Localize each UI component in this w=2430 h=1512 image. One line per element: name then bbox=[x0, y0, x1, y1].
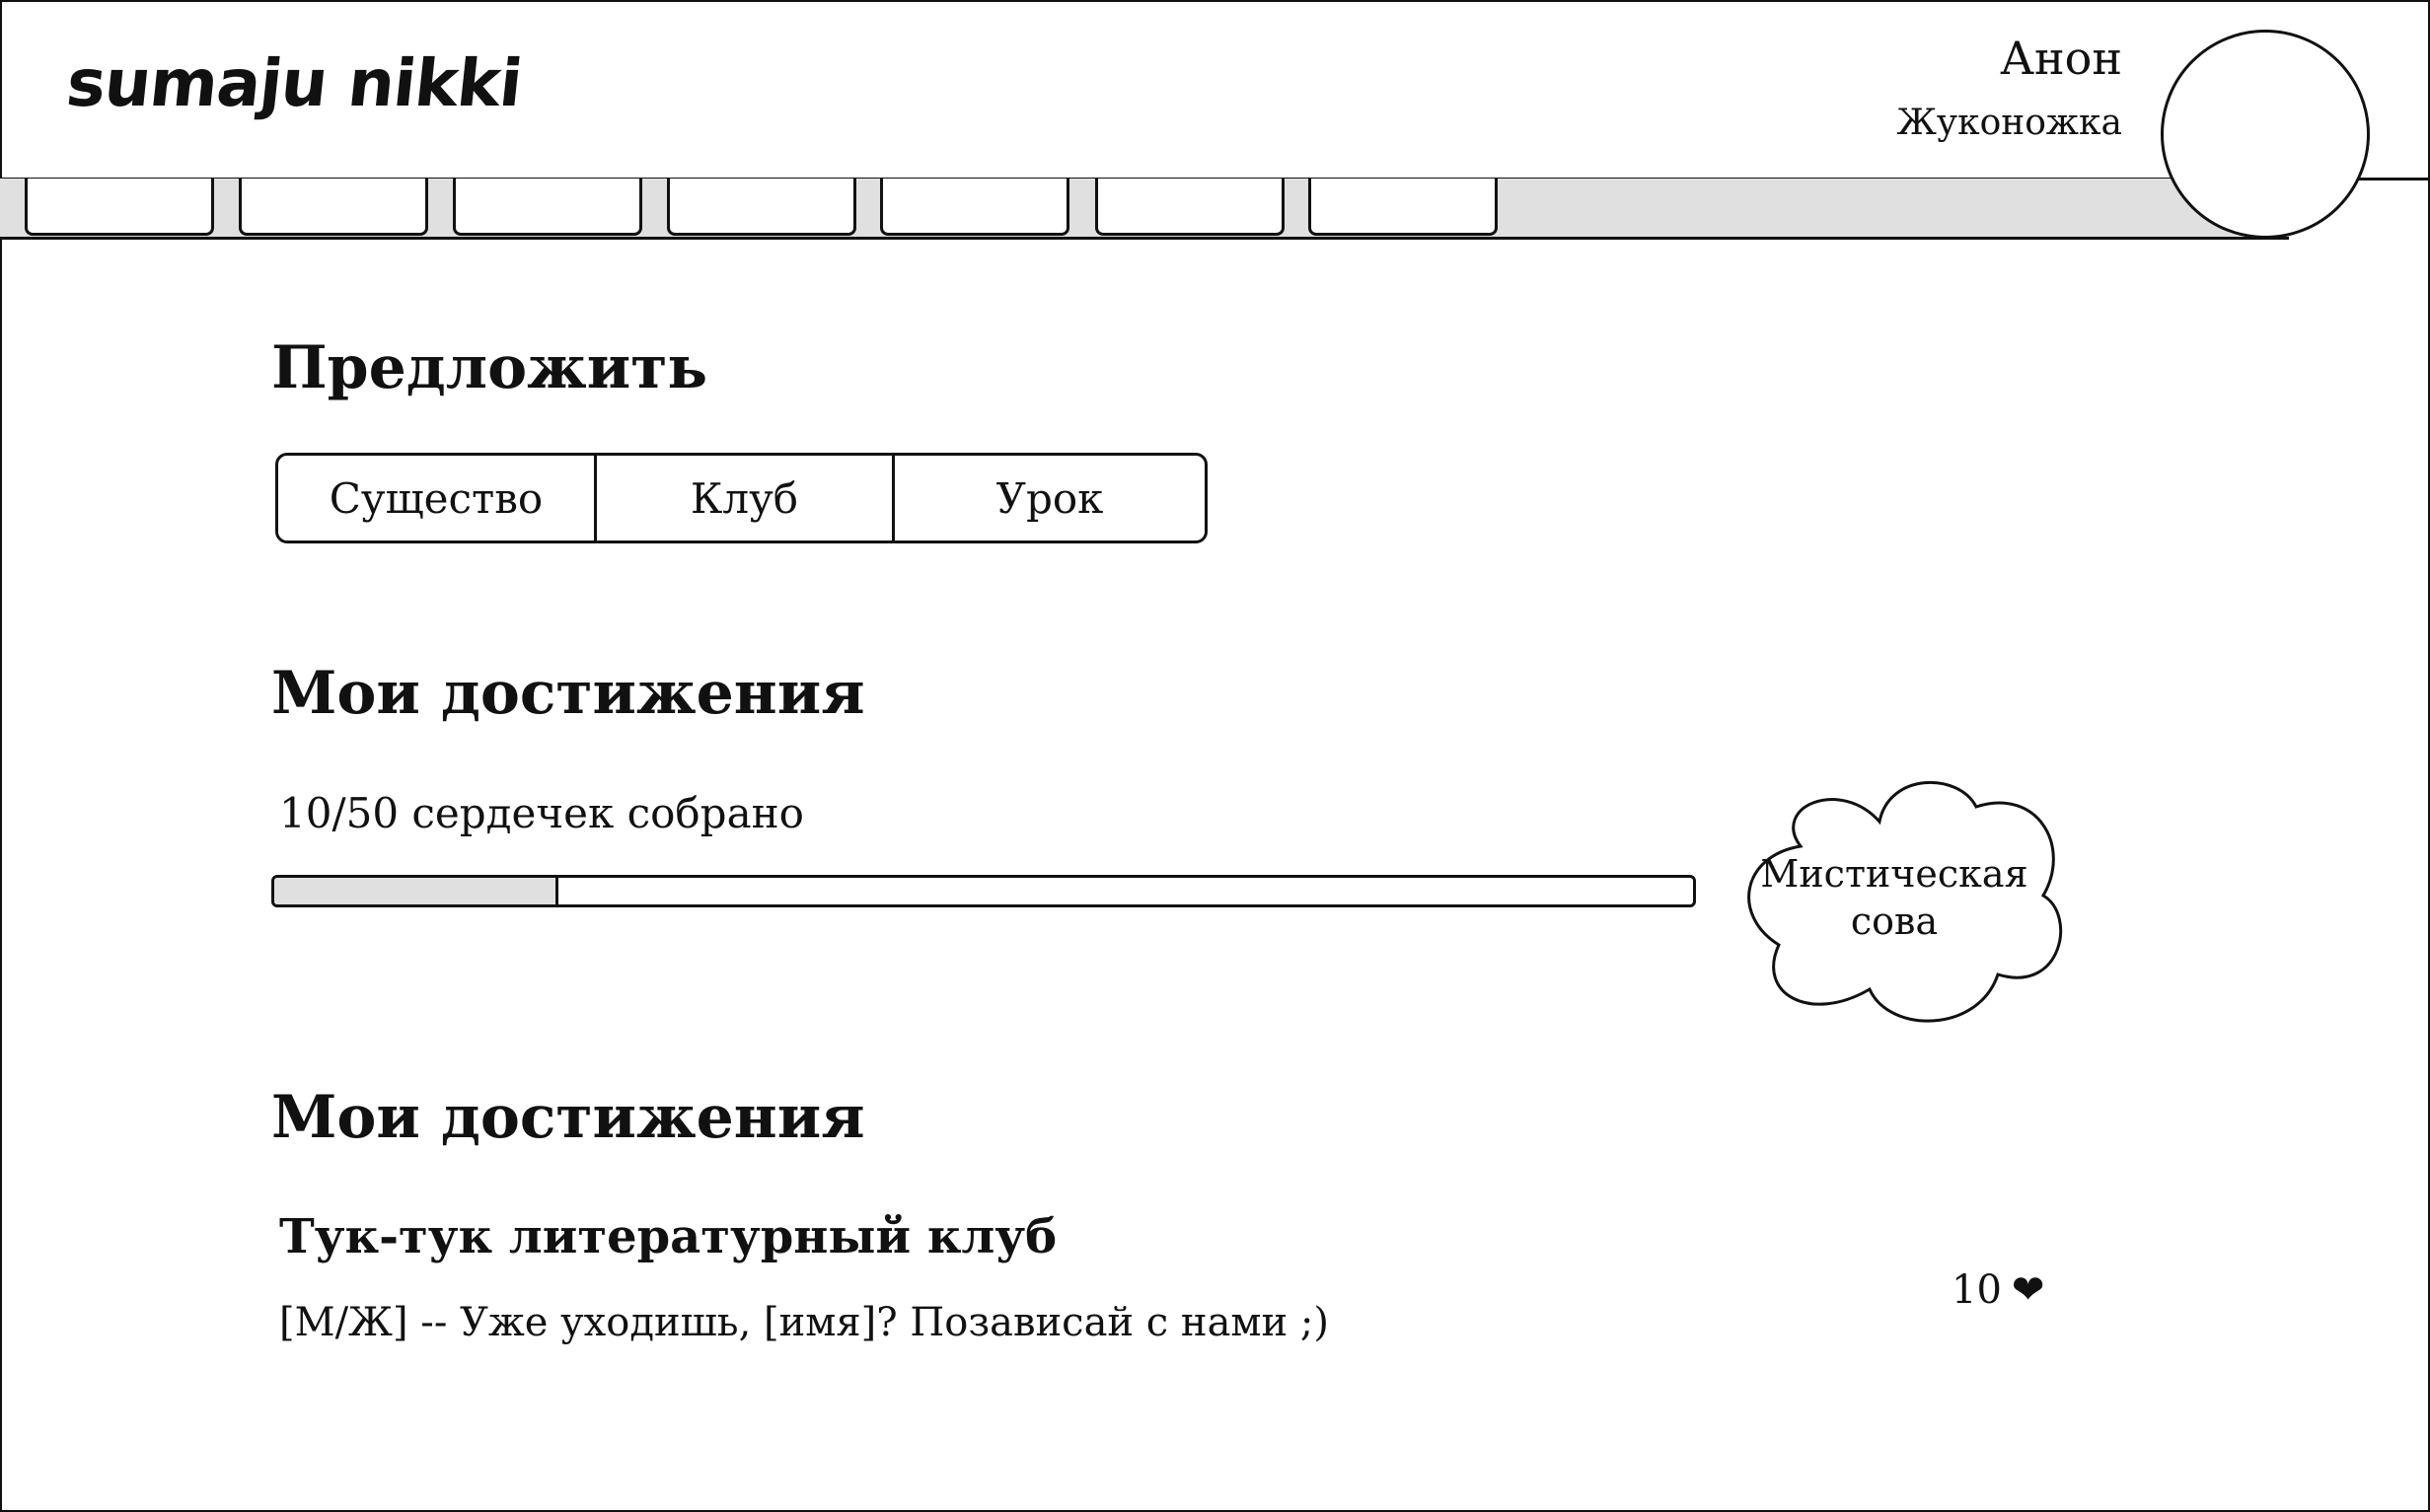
suggest-lesson-button[interactable]: Урок bbox=[892, 456, 1205, 540]
reward-cloud-icon bbox=[1747, 780, 2063, 1023]
club-name[interactable]: Тук-тук литературный клуб bbox=[279, 1209, 1058, 1264]
suggest-creature-button[interactable]: Существо bbox=[329, 473, 544, 523]
club-likes-count: 10 bbox=[1951, 1267, 2002, 1313]
hearts-progress-fill bbox=[274, 878, 558, 904]
hearts-progress-label: 10/50 сердечек собрано bbox=[279, 789, 804, 837]
nav-tab-7[interactable] bbox=[1308, 179, 1498, 236]
user-name: Анон bbox=[2000, 32, 2122, 85]
achievements-title: Мои достижения bbox=[271, 659, 865, 728]
reward-label-line2: сова bbox=[1850, 900, 1939, 943]
nav-tab-2[interactable] bbox=[239, 179, 428, 236]
suggest-options: Существо Клуб Урок bbox=[275, 453, 1208, 543]
user-handle: Жуконожка bbox=[1896, 103, 2122, 143]
heart-icon: ❤ bbox=[2011, 1267, 2045, 1313]
avatar[interactable] bbox=[2161, 30, 2370, 239]
club-likes[interactable]: 10 ❤ bbox=[1951, 1267, 2044, 1313]
app-logo[interactable]: sumaju nikki bbox=[62, 45, 526, 121]
reward-label: Мистическая сова bbox=[1731, 850, 2057, 945]
suggest-club-button[interactable]: Клуб bbox=[594, 456, 892, 540]
nav-tab-6[interactable] bbox=[1095, 179, 1285, 236]
suggest-title: Предложить bbox=[271, 333, 708, 402]
nav-tab-4[interactable] bbox=[667, 179, 856, 236]
reward-label-line1: Мистическая bbox=[1760, 852, 2028, 896]
nav-tab-1[interactable] bbox=[25, 179, 214, 236]
nav-tab-3[interactable] bbox=[453, 179, 642, 236]
club-description: [М/Ж] -- Уже уходишь, [имя]? Позависай с… bbox=[279, 1300, 1330, 1345]
hearts-progress-bar bbox=[271, 875, 1696, 907]
nav-tab-5[interactable] bbox=[880, 179, 1069, 236]
clubs-title: Мои достижения bbox=[271, 1083, 865, 1152]
